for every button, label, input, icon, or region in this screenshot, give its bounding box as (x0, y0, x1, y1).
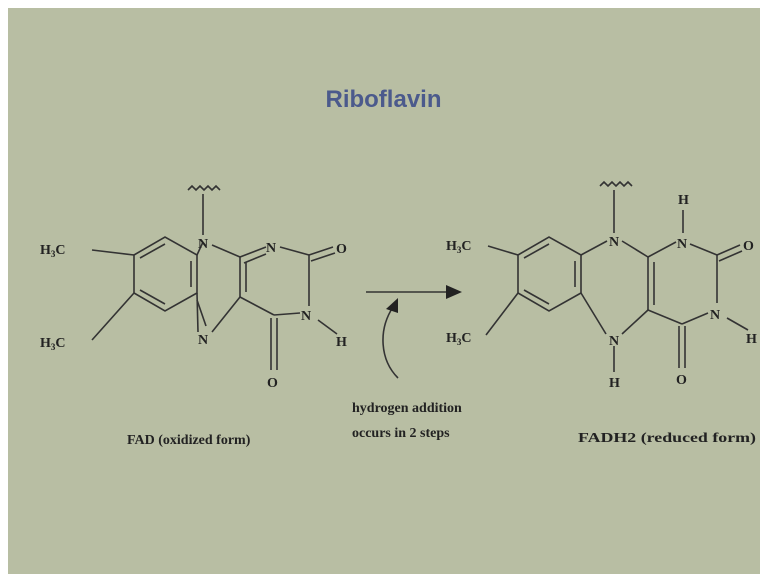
left-atom-n10: N (198, 237, 208, 252)
fadh2-reduced-structure (485, 180, 749, 372)
right-atom-o4: O (676, 373, 687, 388)
ribityl-wavy-bond (599, 180, 633, 188)
right-atom-h3: H (746, 332, 757, 347)
fad-oxidized-structure (91, 184, 338, 370)
reaction-arrow (366, 285, 462, 299)
curved-arrow (382, 298, 399, 379)
left-methyl-bottom: H3C (40, 336, 66, 352)
benzene-ring (133, 236, 198, 312)
right-atom-n3: N (710, 308, 720, 323)
left-caption: FAD (oxidized form) (127, 433, 251, 448)
right-caption: FADH2 (reduced form) (578, 431, 756, 446)
left-atom-n3: N (301, 309, 311, 324)
right-methyl-top: H3C (446, 239, 472, 255)
right-methyl-bottom: H3C (446, 331, 472, 347)
right-atom-n10: N (609, 235, 619, 250)
left-atom-n5: N (198, 333, 208, 348)
right-atom-o2: O (743, 239, 754, 254)
reaction-note-line1: hydrogen addition (352, 401, 462, 416)
left-methyl-top: H3C (40, 243, 66, 259)
ribityl-wavy-bond (187, 184, 221, 192)
slide-title: Riboflavin (325, 86, 442, 113)
left-atom-o4: O (267, 376, 278, 391)
left-atom-o2: O (336, 242, 347, 257)
left-atom-n1: N (266, 241, 276, 256)
right-atom-h1: H (678, 193, 689, 208)
right-atom-n1: N (677, 237, 687, 252)
left-atom-h3: H (336, 335, 347, 350)
right-atom-n5: N (609, 334, 619, 349)
right-atom-h5: H (609, 376, 620, 391)
reaction-note-line2: occurs in 2 steps (352, 426, 450, 441)
